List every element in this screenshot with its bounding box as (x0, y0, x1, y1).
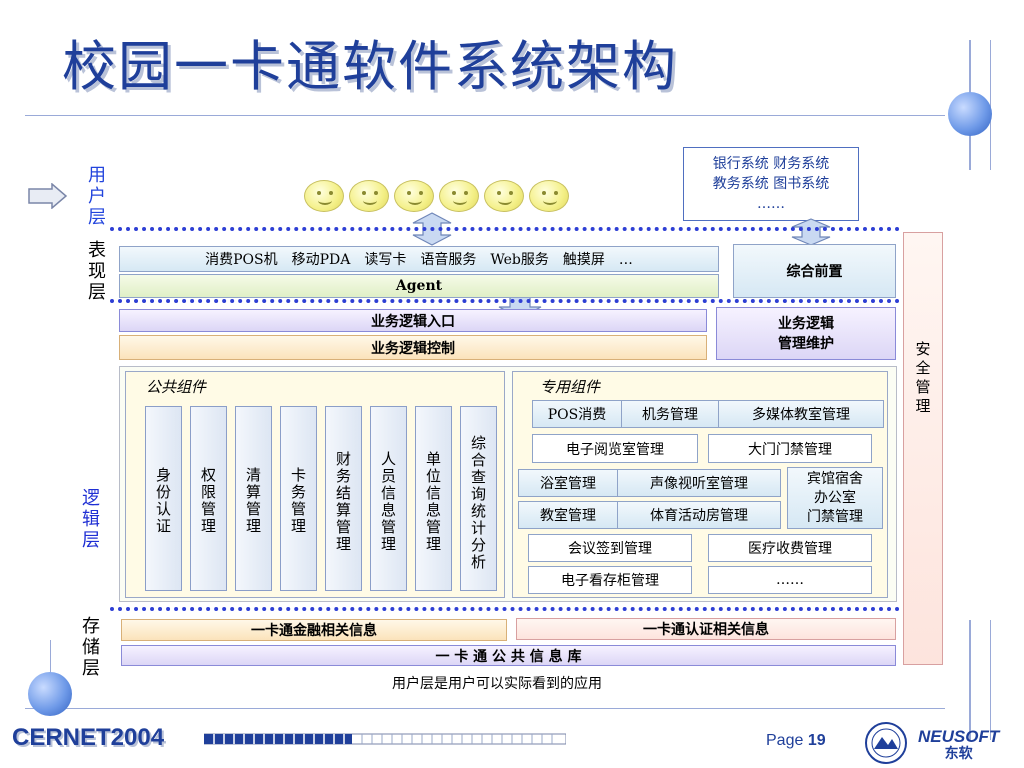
user-smiley-icon (439, 180, 479, 212)
decor-circle (28, 672, 72, 716)
storage-finance-info: 一卡通金融相关信息 (121, 619, 507, 641)
special-meeting-mgmt: 会议签到管理 (528, 534, 692, 562)
special-machine-mgmt: 机务管理 (621, 400, 719, 428)
public-component-clearing: 清算管理 (235, 406, 272, 591)
public-component-finance: 财务结算管理 (325, 406, 362, 591)
neusoft-logo-cn: 东软 (944, 745, 973, 761)
special-hotel-gate-mgmt: 宾馆宿舍 办公室 门禁管理 (787, 467, 883, 529)
public-components-title: 公共组件 (146, 378, 207, 396)
double-arrow-icon (791, 218, 831, 246)
layer-label-storage: 存储层 (82, 616, 100, 679)
layer-label-presentation: 表现层 (88, 240, 106, 303)
university-seal-logo (865, 722, 907, 764)
security-management-box: 安全管理 (903, 232, 943, 665)
decor-vertical-line (990, 620, 991, 740)
special-medical-mgmt: 医疗收费管理 (708, 534, 872, 562)
public-component-card: 卡务管理 (280, 406, 317, 591)
user-smiley-icon (304, 180, 344, 212)
special-hotel-line: 门禁管理 (807, 508, 863, 525)
user-smiley-icon (529, 180, 569, 212)
public-component-unit: 单位信息管理 (415, 406, 452, 591)
decor-vertical-line (969, 620, 971, 740)
special-sports-mgmt: 体育活动房管理 (617, 501, 781, 529)
external-systems-line: …… (757, 196, 785, 212)
user-smiley-icon (349, 180, 389, 212)
special-av-mgmt: 声像视听室管理 (617, 469, 781, 497)
page-number: 19 (807, 732, 826, 749)
special-gate-mgmt: 大门门禁管理 (708, 434, 872, 463)
external-systems-line: 银行系统 财务系统 (712, 156, 830, 172)
business-maintenance-line: 管理维护 (778, 335, 834, 352)
public-component-query: 综合查询统计分析 (460, 406, 497, 591)
special-components-title: 专用组件 (540, 378, 601, 396)
special-hotel-line: 办公室 (814, 489, 856, 506)
special-bath-mgmt: 浴室管理 (518, 469, 618, 497)
user-smiley-icon (484, 180, 524, 212)
decor-vertical-line (990, 40, 991, 170)
integrated-front-box: 综合前置 (733, 244, 896, 298)
page-title: 校园一卡通软件系统架构 (62, 35, 678, 98)
page-label: Page (766, 732, 808, 749)
arrow-right-icon (28, 183, 68, 209)
layer-label-user: 用户层 (88, 165, 106, 228)
footer-brand: CERNET2004 (12, 724, 165, 751)
page-indicator: Page 19 (766, 732, 826, 750)
layer-divider (110, 227, 900, 231)
special-locker-mgmt: 电子看存柜管理 (528, 566, 692, 594)
special-multimedia-mgmt: 多媒体教室管理 (718, 400, 884, 428)
storage-public-db: 一 卡 通 公 共 信 息 库 (121, 645, 896, 666)
storage-auth-info: 一卡通认证相关信息 (516, 618, 896, 640)
external-systems-box: 银行系统 财务系统 教务系统 图书系统 …… (683, 147, 859, 221)
user-smiley-icon (394, 180, 434, 212)
special-ereading-mgmt: 电子阅览室管理 (532, 434, 698, 463)
public-component-permission: 权限管理 (190, 406, 227, 591)
public-component-personnel: 人员信息管理 (370, 406, 407, 591)
layer-divider (110, 607, 900, 611)
special-pos-consume: POS消费 (532, 400, 622, 428)
decor-horizontal-line (25, 115, 945, 116)
footer-progress-bar (204, 733, 566, 745)
neusoft-logo: NEUSOFT 东软 (918, 728, 999, 762)
decor-horizontal-line (25, 708, 945, 709)
layer-divider (110, 299, 900, 303)
neusoft-logo-text: NEUSOFT (918, 727, 1000, 746)
business-maintenance-line: 业务逻辑 (778, 315, 834, 332)
external-systems-line: 教务系统 图书系统 (712, 176, 830, 192)
business-entry-bar: 业务逻辑入口 (119, 309, 707, 332)
special-classroom-mgmt: 教室管理 (518, 501, 618, 529)
decor-circle (948, 92, 992, 136)
diagram-caption: 用户层是用户可以实际看到的应用 (392, 676, 602, 692)
business-maintenance-box: 业务逻辑 管理维护 (716, 307, 896, 360)
presentation-channels: 消费POS机 移动PDA 读写卡 语音服务 Web服务 触摸屏 … (119, 246, 719, 272)
special-hotel-line: 宾馆宿舍 (807, 470, 863, 487)
security-management-label: 安全管理 (913, 340, 932, 417)
special-more: …… (708, 566, 872, 594)
agent-bar: Agent (119, 274, 719, 298)
layer-label-logic: 逻辑层 (82, 488, 100, 551)
business-control-bar: 业务逻辑控制 (119, 335, 707, 360)
public-component-identity: 身份认证 (145, 406, 182, 591)
